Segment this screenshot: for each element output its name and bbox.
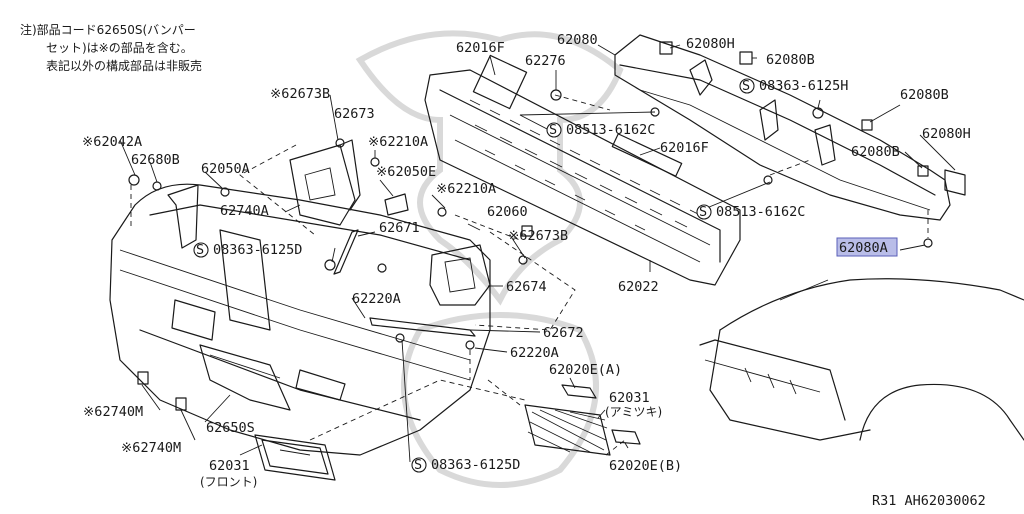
car-silhouette xyxy=(699,278,1024,441)
label-62080[interactable]: 62080 xyxy=(557,32,598,48)
label-text: 08513-6162C xyxy=(566,122,655,138)
label-62042A[interactable]: ※62042A xyxy=(82,134,142,150)
label-08363-6125D-upper[interactable]: S 08363-6125D xyxy=(193,242,302,258)
label-62680B[interactable]: 62680B xyxy=(131,152,180,168)
label-62671[interactable]: 62671 xyxy=(379,220,420,236)
label-62031-mesh[interactable]: 62031 xyxy=(609,390,650,406)
label-08363-6125D-lower[interactable]: S 08363-6125D xyxy=(411,457,520,473)
screw-symbol: S xyxy=(549,122,557,138)
screw-symbol: S xyxy=(742,78,750,94)
label-62080B-lower[interactable]: 62080B xyxy=(851,144,900,160)
note-line-2: セット)は※の部品を含む。 xyxy=(46,40,193,55)
label-08513-6162C-lower[interactable]: S 08513-6162C xyxy=(696,204,805,220)
assembly-lines xyxy=(130,94,929,456)
label-62673[interactable]: 62673 xyxy=(334,106,375,122)
clip-62020EA xyxy=(561,384,597,399)
bracket-62674 xyxy=(429,244,491,306)
label-62672[interactable]: 62672 xyxy=(543,325,584,341)
label-62210A-mid[interactable]: ※62210A xyxy=(436,181,496,197)
watermark-emblem xyxy=(355,30,624,488)
label-62020EA[interactable]: 62020E(A) xyxy=(549,362,622,378)
absorber-slots xyxy=(469,99,701,231)
label-62020EB[interactable]: 62020E(B) xyxy=(609,458,682,474)
bumper-fascia-62650S xyxy=(109,183,491,456)
label-62031-mesh-sub: (アミツキ) xyxy=(605,405,662,419)
absorber-62022 xyxy=(424,54,741,286)
label-62031-front-sub: (フロント) xyxy=(200,475,257,489)
label-62674[interactable]: 62674 xyxy=(506,279,547,295)
rod-62671 xyxy=(333,229,359,275)
label-62080B-right[interactable]: 62080B xyxy=(900,87,949,103)
label-text: 08363-6125H xyxy=(759,78,848,94)
label-62031-front[interactable]: 62031 xyxy=(209,458,250,474)
label-text: 08363-6125D xyxy=(431,457,520,473)
note-line-1: 注)部品コード62650S(バンパー xyxy=(20,22,196,37)
grille-62031-mesh xyxy=(524,404,611,456)
label-62740M-a[interactable]: ※62740M xyxy=(83,404,143,420)
label-62740M-b[interactable]: ※62740M xyxy=(121,440,181,456)
fasteners xyxy=(128,41,933,411)
label-62650S[interactable]: 62650S xyxy=(206,420,255,436)
label-62080B-top[interactable]: 62080B xyxy=(766,52,815,68)
label-62210A-top[interactable]: ※62210A xyxy=(368,134,428,150)
label-62673B-top[interactable]: ※62673B xyxy=(270,86,330,102)
label-62016F-top[interactable]: 62016F xyxy=(456,40,505,56)
bracket-62673 xyxy=(289,139,361,226)
bracket-62050A xyxy=(167,184,199,249)
label-text: 08513-6162C xyxy=(716,204,805,220)
screw-symbol: S xyxy=(414,457,422,473)
label-62276[interactable]: 62276 xyxy=(525,53,566,69)
label-62740A[interactable]: 62740A xyxy=(220,203,269,219)
note-line-3: 表記以外の構成部品は非販売 xyxy=(46,58,202,73)
label-62060[interactable]: 62060 xyxy=(487,204,528,220)
label-62080H-top[interactable]: 62080H xyxy=(686,36,735,52)
label-62050A[interactable]: 62050A xyxy=(201,161,250,177)
label-08363-6125H[interactable]: S 08363-6125H xyxy=(739,78,848,94)
screw-symbol: S xyxy=(196,242,204,258)
grille-62031-front xyxy=(254,434,336,481)
label-62016F-mid[interactable]: 62016F xyxy=(660,140,709,156)
reinforcement-62080 xyxy=(614,34,966,221)
label-62022[interactable]: 62022 xyxy=(618,279,659,295)
footer-reference: R31 AH62030062 xyxy=(872,493,986,509)
label-62080H-right[interactable]: 62080H xyxy=(922,126,971,142)
label-62220A-right[interactable]: 62220A xyxy=(510,345,559,361)
bracket-62050E xyxy=(384,193,409,216)
part-labels: 62016F 62080 62080H 62276 62080B S 08363… xyxy=(82,32,971,489)
highlight-62080A xyxy=(836,237,898,257)
label-62080A[interactable]: 62080A xyxy=(839,240,888,256)
label-62050E[interactable]: ※62050E xyxy=(376,164,436,180)
screw-symbol: S xyxy=(699,204,707,220)
label-62673B-mid[interactable]: ※62673B xyxy=(508,228,568,244)
stay-62672 xyxy=(369,317,476,337)
label-62220A-left[interactable]: 62220A xyxy=(352,291,401,307)
clip-62020EB xyxy=(611,429,641,445)
label-08513-6162C-upper[interactable]: S 08513-6162C xyxy=(546,122,655,138)
label-text: 08363-6125D xyxy=(213,242,302,258)
